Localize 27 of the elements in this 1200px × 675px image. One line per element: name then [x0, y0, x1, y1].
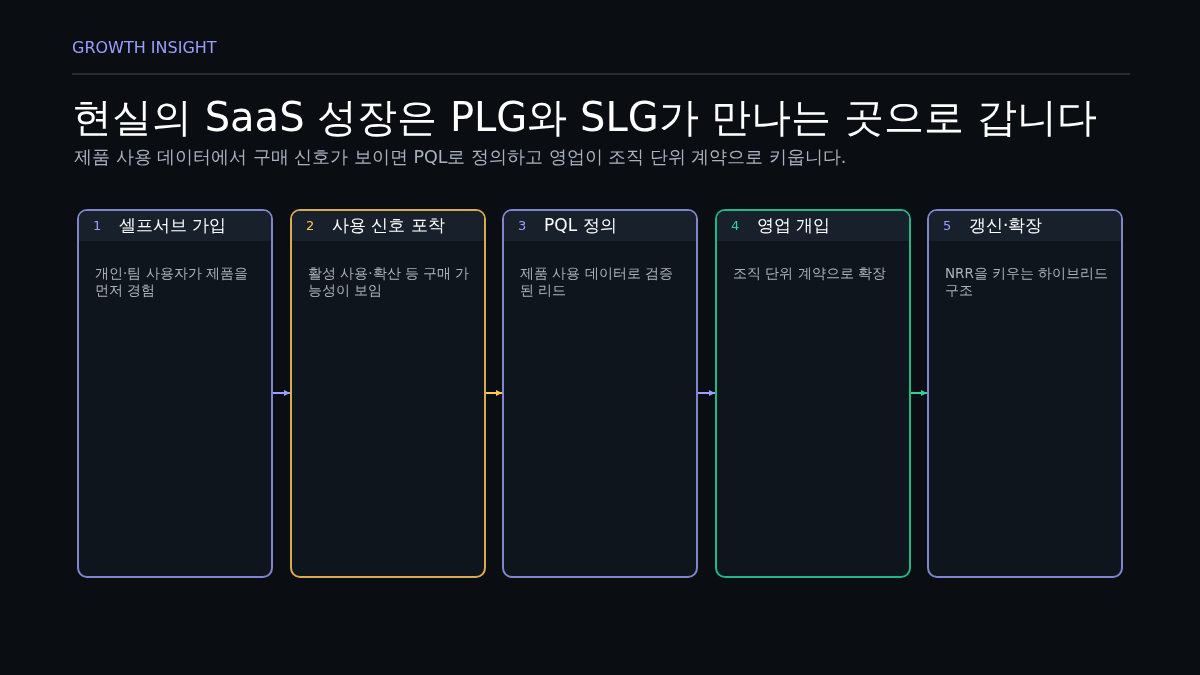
step-number: 2: [306, 218, 315, 233]
step-title: PQL 정의: [544, 214, 617, 237]
step-description: 개인·팀 사용자가 제품을 먼저 경험: [95, 265, 249, 299]
eyebrow-text: GROWTH INSIGHT: [72, 38, 217, 57]
step-title: 갱신·확장: [969, 214, 1043, 237]
step-number: 3: [518, 218, 527, 233]
arrow: [910, 390, 928, 396]
step-description: 활성 사용·확산 등 구매 가능성이 보임: [308, 265, 471, 299]
step-title: 셀프서브 가입: [119, 214, 227, 237]
process-card: [715, 209, 911, 578]
step-number: 4: [731, 218, 740, 233]
arrow: [697, 390, 716, 396]
step-number: 5: [943, 218, 952, 233]
step-title: 영업 개입: [757, 214, 831, 237]
arrow: [272, 390, 291, 396]
process-card: [927, 209, 1123, 578]
step-number: 1: [93, 218, 102, 233]
step-description: NRR을 키우는 하이브리드 구조: [945, 265, 1109, 299]
process-card: [502, 209, 698, 578]
subtitle: 제품 사용 데이터에서 구매 신호가 보이면 PQL로 정의하고 영업이 조직 단위 계약으로 키웁니다.: [74, 146, 847, 169]
step-description: 제품 사용 데이터로 검증된 리드: [520, 265, 674, 299]
process-card: [77, 209, 273, 578]
title: 현실의 SaaS 성장은 PLG와 SLG가 만나는 곳으로 갑니다: [72, 93, 1097, 142]
step-title: 사용 신호 포착: [332, 214, 445, 237]
arrow: [485, 390, 503, 396]
step-description: 조직 단위 계약으로 확장: [733, 265, 887, 282]
process-card: [290, 209, 486, 578]
